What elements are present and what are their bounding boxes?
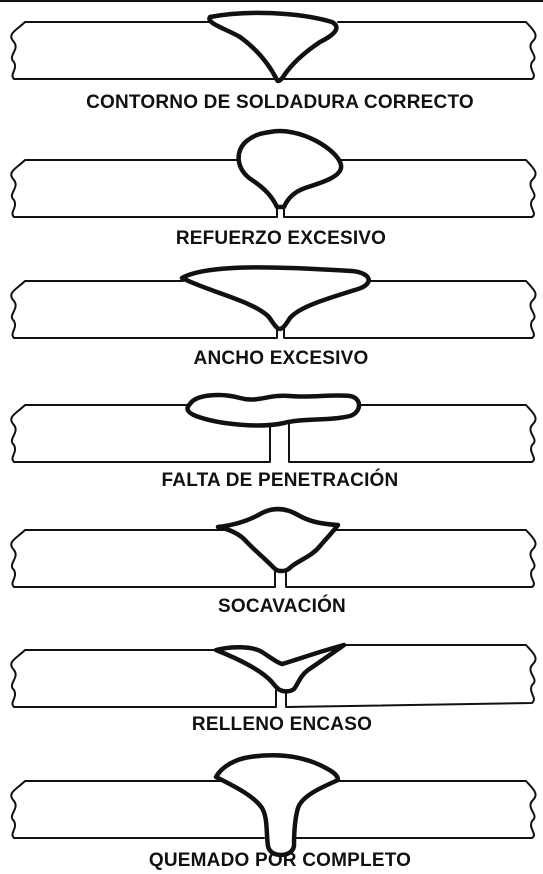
weld-panel-lack-of-penetration: FALTA DE PENETRACIÓN xyxy=(10,392,537,491)
plate-left xyxy=(10,649,277,708)
plate-left xyxy=(10,21,278,80)
weld-bead xyxy=(207,10,339,84)
plate-right xyxy=(288,404,537,463)
plate-right xyxy=(293,780,537,839)
weld-bead xyxy=(213,753,341,858)
weld-bead xyxy=(236,128,344,210)
plate-left xyxy=(10,404,271,463)
caption-undercut: SOCAVACIÓN xyxy=(218,595,346,617)
weld-panel-excess-reinforcement: REFUERZO EXCESIVO xyxy=(10,128,537,249)
plate-left xyxy=(10,280,278,339)
weld-bead xyxy=(179,265,371,332)
plate-left xyxy=(10,780,265,839)
weld-bead xyxy=(215,506,341,574)
plate-right xyxy=(283,21,537,80)
plate-left xyxy=(10,159,278,218)
plate-left xyxy=(10,529,276,588)
plate-right xyxy=(283,280,537,339)
weld-panel-undercut: SOCAVACIÓN xyxy=(10,506,537,617)
weld-panel-excess-width: ANCHO EXCESIVO xyxy=(10,265,537,369)
plate-right xyxy=(285,529,537,588)
caption-excess-reinforcement: REFUERZO EXCESIVO xyxy=(176,228,386,249)
caption-underfill: RELLENO ENCASO xyxy=(192,714,372,735)
weld-panel-underfill: RELLENO ENCASO xyxy=(10,642,537,735)
weld-panel-correct-contour: CONTORNO DE SOLDADURA CORRECTO xyxy=(10,10,537,113)
caption-lack-of-penetration: FALTA DE PENETRACIÓN xyxy=(162,469,399,491)
plate-right xyxy=(285,644,537,708)
caption-excess-width: ANCHO EXCESIVO xyxy=(194,348,369,369)
weld-bead xyxy=(185,392,362,428)
caption-correct-contour: CONTORNO DE SOLDADURA CORRECTO xyxy=(86,92,474,113)
plate-right xyxy=(283,159,537,218)
weld-bead xyxy=(213,642,347,694)
caption-burn-through: QUEMADO POR COMPLETO xyxy=(149,850,411,871)
weld-panel-burn-through: QUEMADO POR COMPLETO xyxy=(10,753,537,871)
